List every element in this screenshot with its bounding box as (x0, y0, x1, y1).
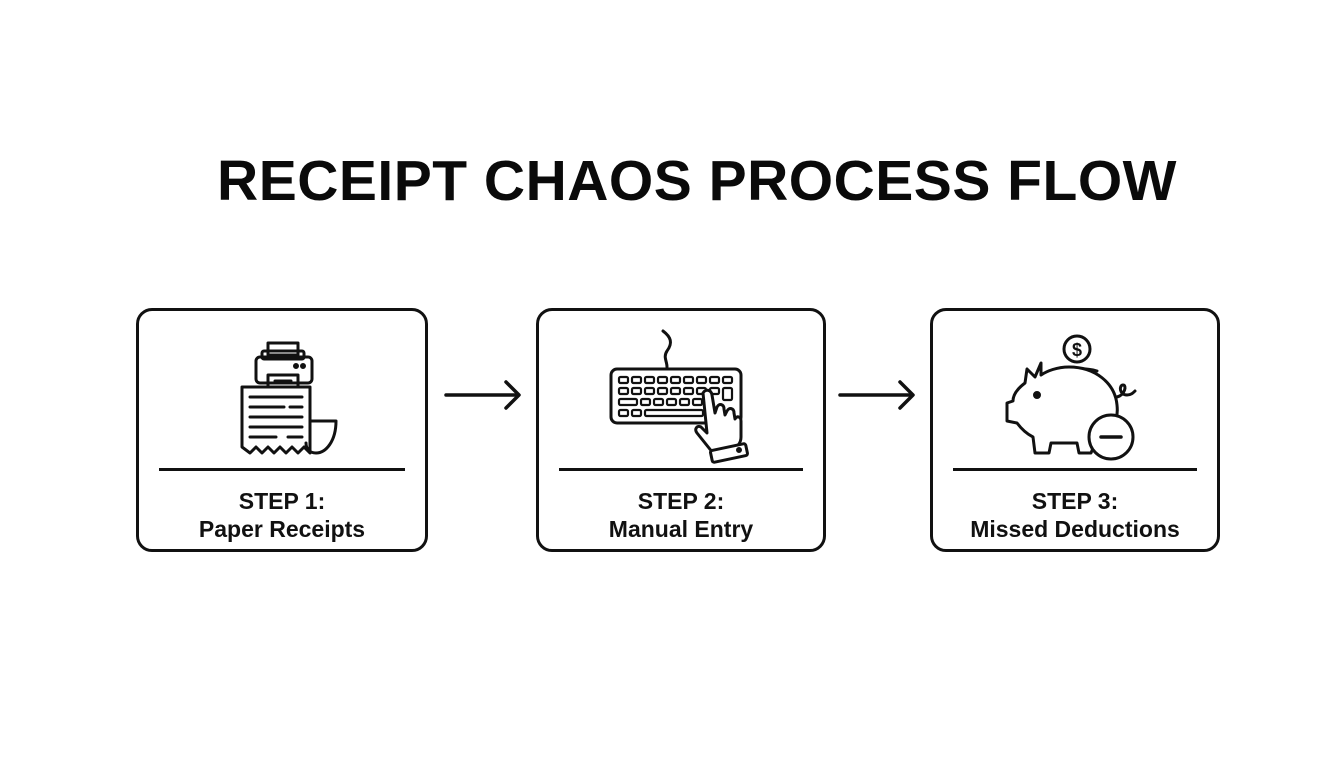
piggy-bank-minus-icon: $ (933, 325, 1217, 465)
step-card-3: $ STEP 3: Missed Deductions (930, 308, 1220, 552)
arrow-right-icon (444, 378, 522, 417)
step-label: Paper Receipts (198, 516, 366, 542)
step-number: STEP 1: (238, 488, 326, 514)
step-label: Manual Entry (608, 516, 754, 542)
svg-text:$: $ (1072, 340, 1082, 360)
divider (559, 468, 803, 471)
divider (159, 468, 405, 471)
step-label: Missed Deductions (970, 516, 1180, 542)
arrow-right-icon (838, 378, 916, 417)
step-card-1: STEP 1: Paper Receipts (136, 308, 428, 552)
diagram-title: RECEIPT CHAOS PROCESS FLOW (217, 149, 1177, 213)
divider (953, 468, 1197, 471)
step-number: STEP 2: (637, 488, 725, 514)
receipt-printer-icon (139, 325, 425, 465)
step-card-2: STEP 2: Manual Entry (536, 308, 826, 552)
step-number: STEP 3: (1031, 488, 1119, 514)
keyboard-hand-icon (539, 325, 823, 465)
